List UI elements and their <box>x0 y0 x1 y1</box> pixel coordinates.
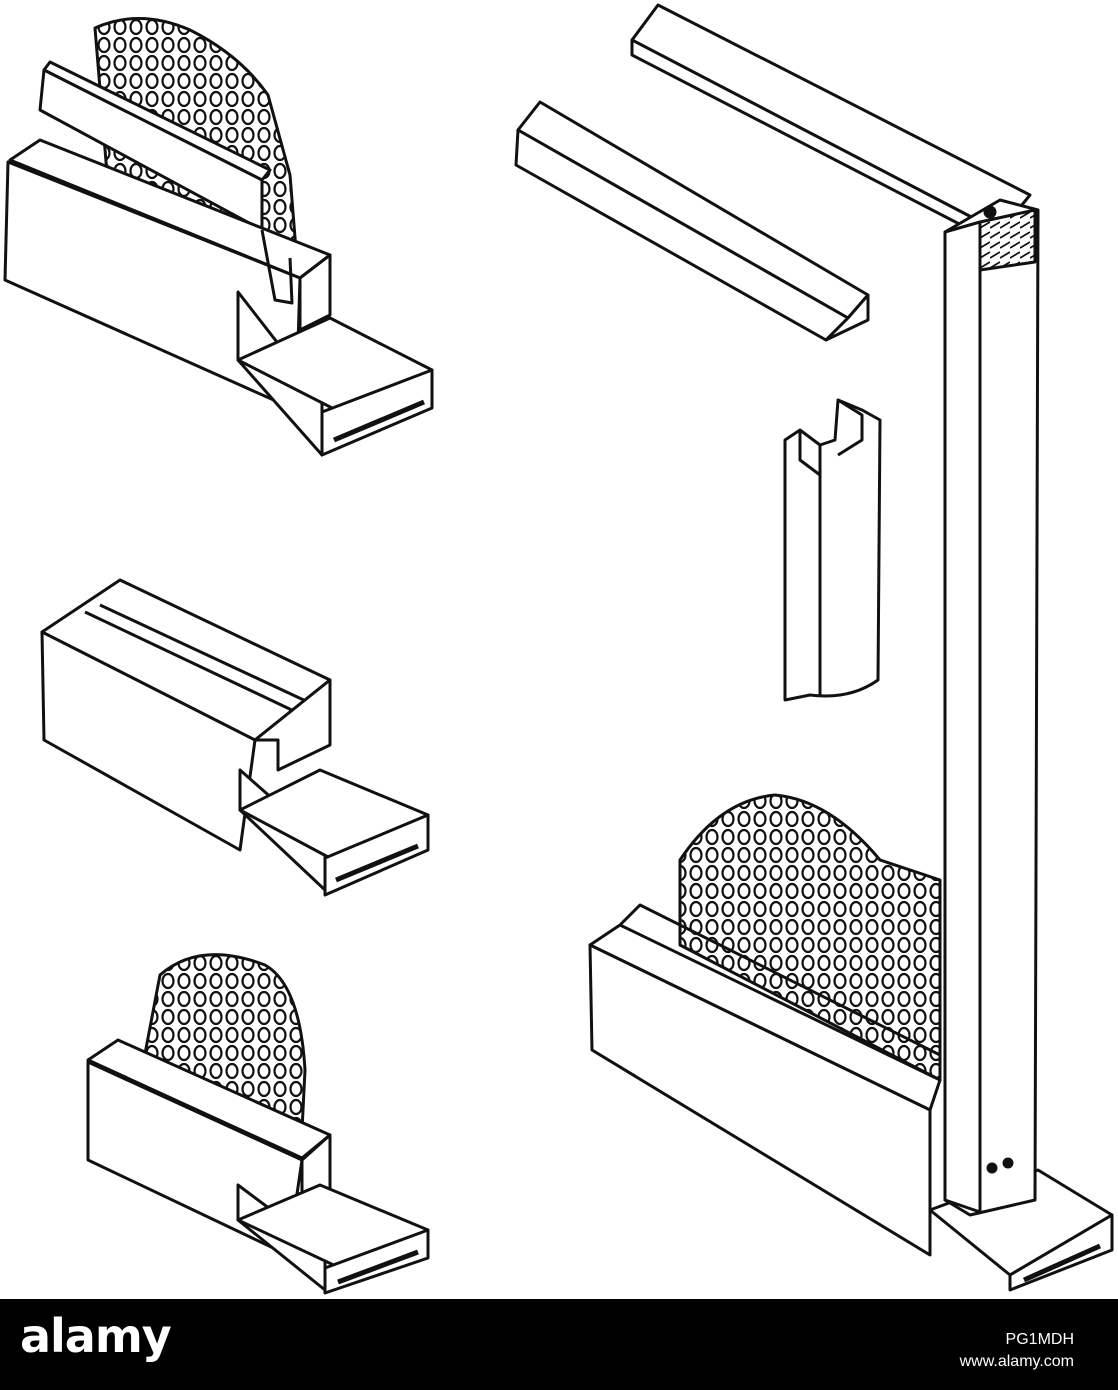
nail-top <box>983 205 997 219</box>
watermark-bar: alamy PG1MDH www.alamy.com <box>0 1299 1118 1390</box>
bar2-groove-line-2 <box>99 603 309 704</box>
loose-bar-end <box>824 293 870 342</box>
wood-grain-1 <box>333 399 425 443</box>
loose-bar <box>514 100 870 342</box>
h-bar-body <box>783 398 882 702</box>
loose-bar-front <box>514 128 850 342</box>
nail-bottom-1 <box>986 1162 998 1174</box>
h-bar-flange-left <box>798 430 822 477</box>
empty-grooved-bar <box>40 578 430 897</box>
frame-assembly-with-comb <box>588 198 1114 1292</box>
bar2-front-face <box>40 630 257 852</box>
image-id-label: PG1MDH <box>1005 1331 1074 1348</box>
wood-grain-4 <box>1022 1243 1102 1283</box>
frame-base-end <box>1008 1213 1114 1292</box>
h-section-end-bar <box>783 398 882 702</box>
frame-bar-front <box>588 943 932 1257</box>
illustration-canvas <box>3 3 1114 1295</box>
honeycomb-piece-3 <box>678 793 942 1082</box>
wood-grain-2 <box>335 843 419 883</box>
nail-bottom-2 <box>1002 1157 1014 1169</box>
site-url-label: www.alamy.com <box>959 1353 1074 1370</box>
alamy-logo: alamy <box>20 1309 172 1363</box>
bar2-end-face <box>253 678 332 772</box>
bar2-groove-line-1 <box>84 610 297 714</box>
groove-slot-1 <box>260 229 294 305</box>
bar-end-face <box>298 253 332 332</box>
comb-in-grooved-bar <box>3 16 434 457</box>
small-comb-in-grooved-bar <box>86 953 430 1295</box>
frame-groove-line <box>618 903 941 1057</box>
h-bar-flange-right <box>837 398 864 457</box>
wood-grain-3 <box>337 1249 419 1285</box>
upright-end-grain <box>978 208 1037 272</box>
upright-front <box>943 220 982 1214</box>
